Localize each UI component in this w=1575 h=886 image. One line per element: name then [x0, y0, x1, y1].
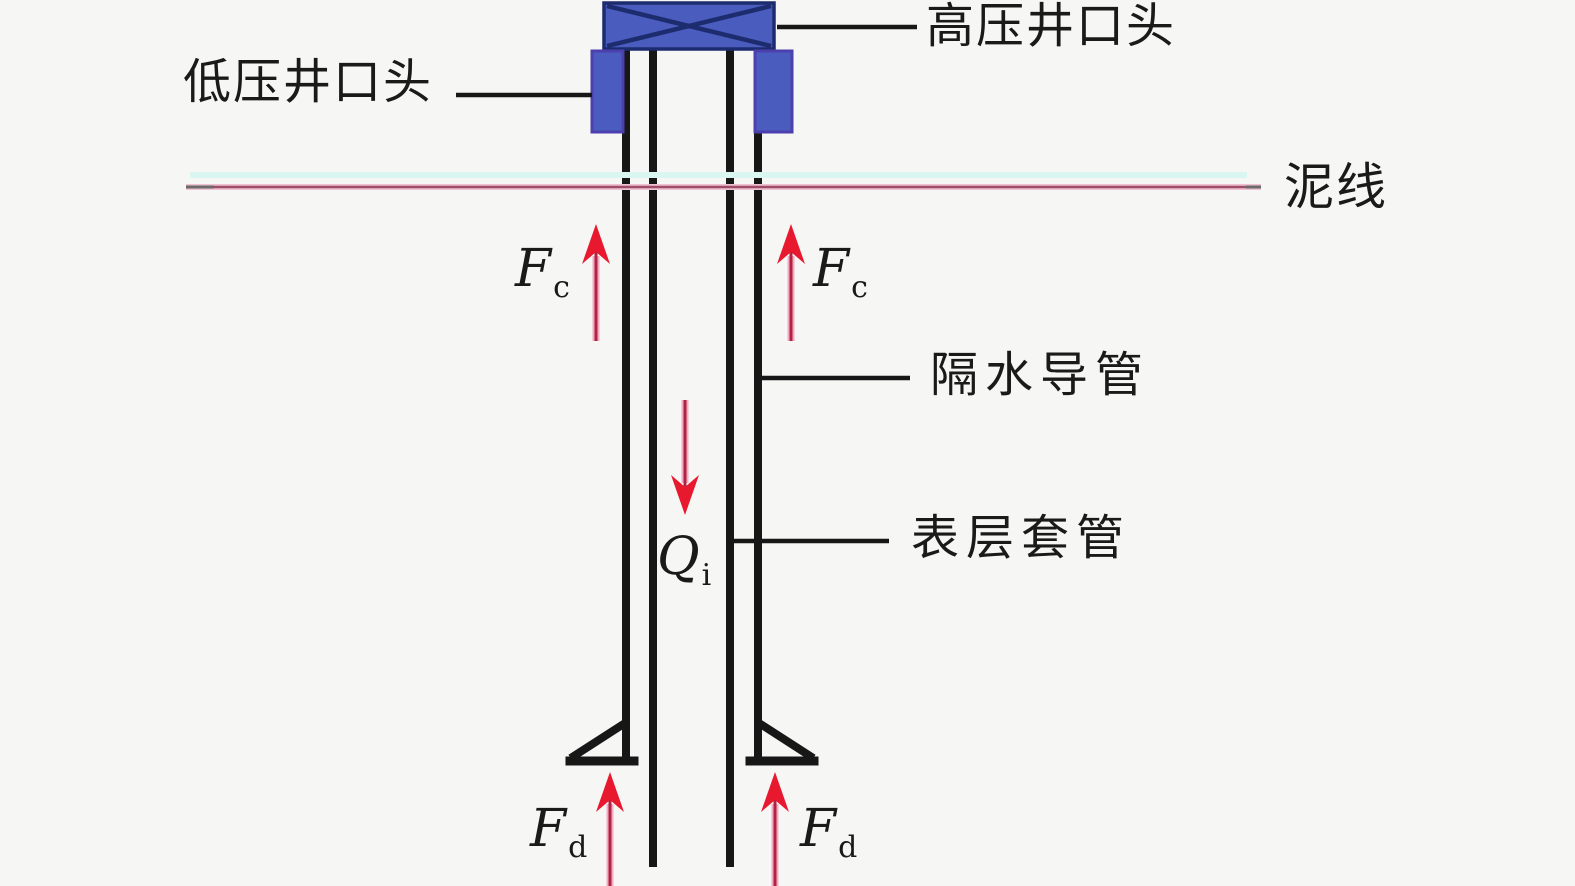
- shoe-diagonal-left: [568, 719, 628, 762]
- conductor-pipe: [622, 50, 762, 761]
- low-pressure-wellhead-housing: [590, 49, 794, 134]
- fd-arrow-left: [596, 772, 624, 886]
- qi-arrowhead: [671, 475, 699, 515]
- fd-subscript: d: [838, 829, 858, 865]
- fc-arrow-right: [777, 224, 805, 341]
- qi-subscript: i: [701, 557, 712, 593]
- fc-subscript: c: [851, 269, 868, 305]
- label-mudline: 泥线: [1284, 158, 1388, 216]
- fc-arrow-left: [582, 224, 610, 341]
- label-fc-right: Fc: [813, 242, 868, 303]
- conductor-shoe-right: [745, 719, 819, 766]
- mudline-lines: [186, 172, 1261, 190]
- qi-symbol: Q: [657, 527, 700, 587]
- fd-arrow-right: [761, 772, 789, 886]
- fd-symbol: F: [530, 799, 567, 859]
- fd-right-arrowhead: [761, 772, 789, 812]
- label-fc-left: Fc: [515, 242, 570, 303]
- label-high-pressure-wellhead: 高压井口头: [926, 0, 1177, 54]
- label-surface-casing: 表层套管: [911, 510, 1132, 566]
- lp-housing-left-block: [590, 49, 625, 134]
- high-pressure-wellhead-housing: [602, 1, 776, 51]
- label-riser-conductor: 隔水导管: [930, 347, 1151, 403]
- qi-arrow-down: [671, 400, 699, 515]
- hp-housing-brace-line-2: [606, 3, 772, 49]
- label-fd-right: Fd: [800, 802, 857, 863]
- label-low-pressure-wellhead: 低压井口头: [183, 54, 434, 110]
- fc-right-arrowhead: [777, 224, 805, 264]
- label-qi: Qi: [657, 530, 711, 591]
- shoe-diagonal-right: [756, 719, 816, 762]
- fc-subscript: c: [553, 269, 570, 305]
- fd-left-arrowhead: [596, 772, 624, 812]
- conductor-shoe-left: [565, 719, 639, 766]
- fc-symbol: F: [515, 239, 552, 299]
- fd-symbol: F: [800, 799, 837, 859]
- label-fd-left: Fd: [530, 802, 587, 863]
- fc-symbol: F: [813, 239, 850, 299]
- fc-left-arrowhead: [582, 224, 610, 264]
- fd-subscript: d: [568, 829, 588, 865]
- lp-housing-right-block: [753, 49, 794, 134]
